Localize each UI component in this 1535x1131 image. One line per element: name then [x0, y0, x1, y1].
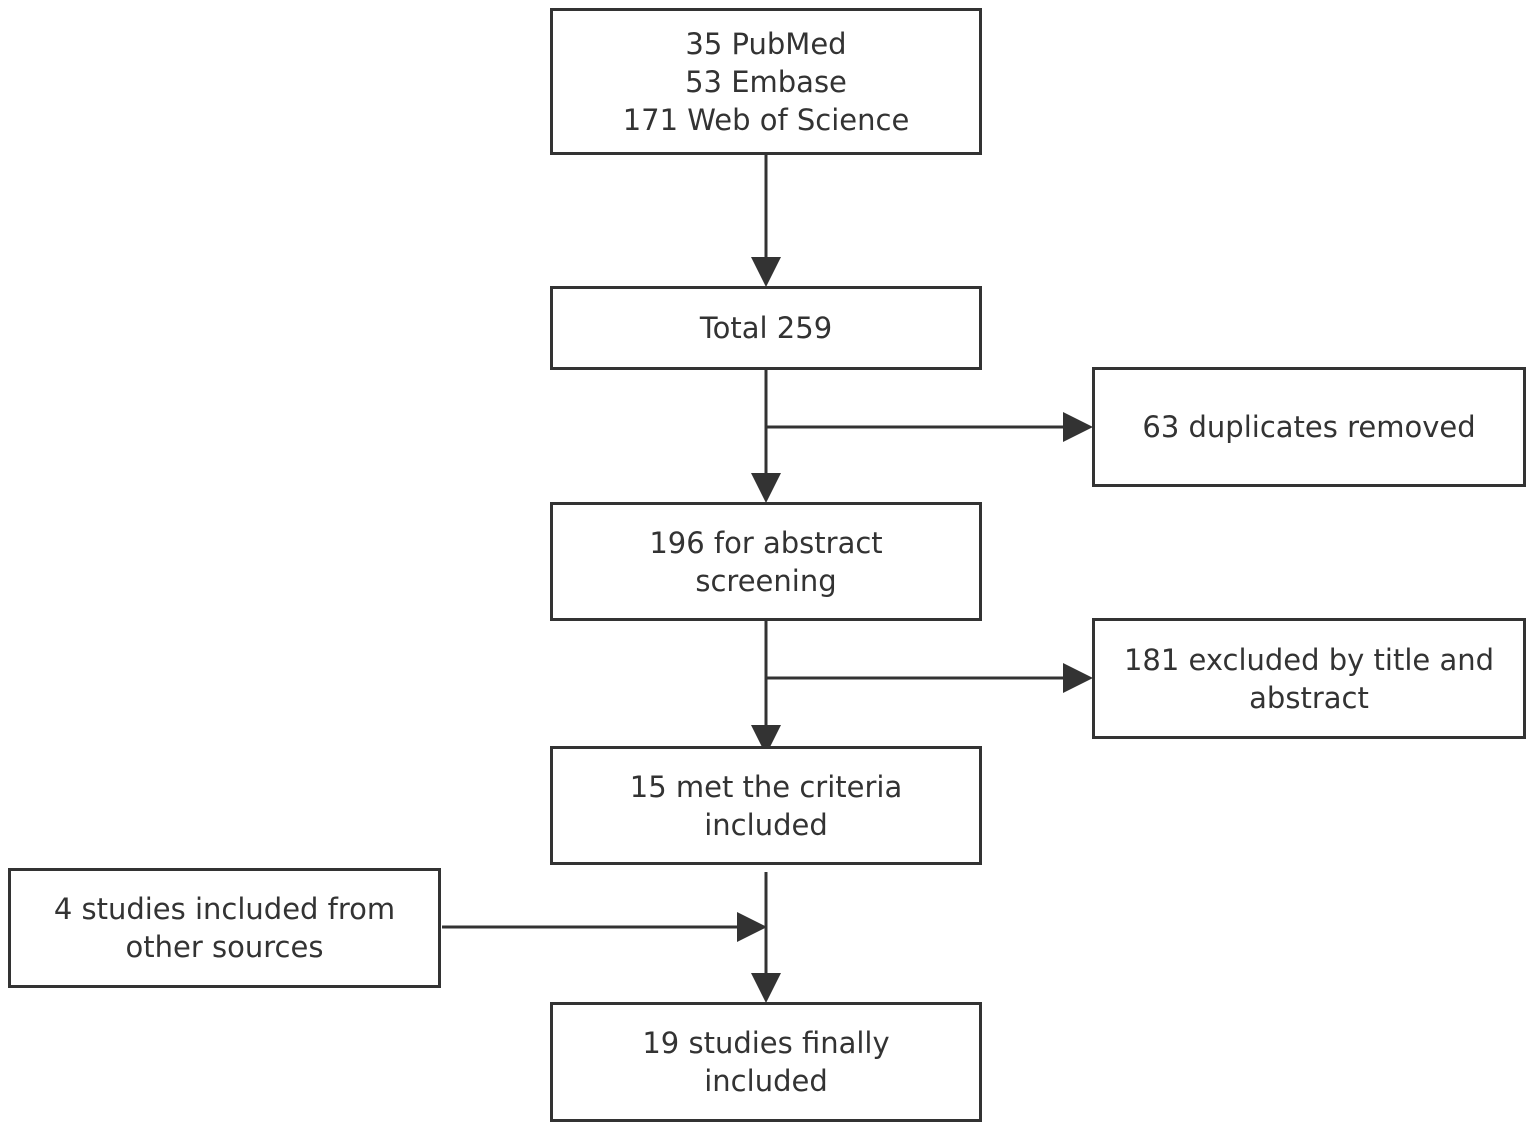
final-box: 19 studies finally included — [550, 1002, 982, 1122]
excluded-label-line2: abstract — [1249, 680, 1369, 715]
sources-embase: 53 Embase — [685, 64, 847, 99]
screening-label-line2: screening — [695, 563, 837, 598]
other-sources-label-line2: other sources — [125, 930, 324, 964]
screening-box: 196 for abstract screening — [550, 502, 982, 621]
sources-box: 35 PubMed 53 Embase 171 Web of Science — [550, 8, 982, 155]
criteria-box: 15 met the criteria included — [550, 746, 982, 865]
total-label: Total 259 — [699, 311, 833, 345]
final-label-line2: included — [704, 1064, 828, 1098]
duplicates-box: 63 duplicates removed — [1092, 367, 1526, 487]
criteria-label-line1: 15 met the criteria — [629, 769, 903, 804]
total-box: Total 259 — [550, 286, 982, 370]
screening-label-line1: 196 for abstract — [649, 525, 883, 560]
excluded-box: 181 excluded by title and abstract — [1092, 618, 1526, 739]
other-sources-label-line1: 4 studies included from — [53, 892, 396, 926]
final-label-line1: 19 studies finally — [642, 1026, 890, 1060]
sources-pubmed: 35 PubMed — [685, 26, 847, 61]
excluded-label-line1: 181 excluded by title and — [1123, 642, 1495, 677]
other-sources-box: 4 studies included from other sources — [8, 868, 441, 988]
criteria-label-line2: included — [704, 807, 828, 842]
sources-web-of-science: 171 Web of Science — [622, 102, 910, 137]
duplicates-label: 63 duplicates removed — [1142, 410, 1476, 444]
